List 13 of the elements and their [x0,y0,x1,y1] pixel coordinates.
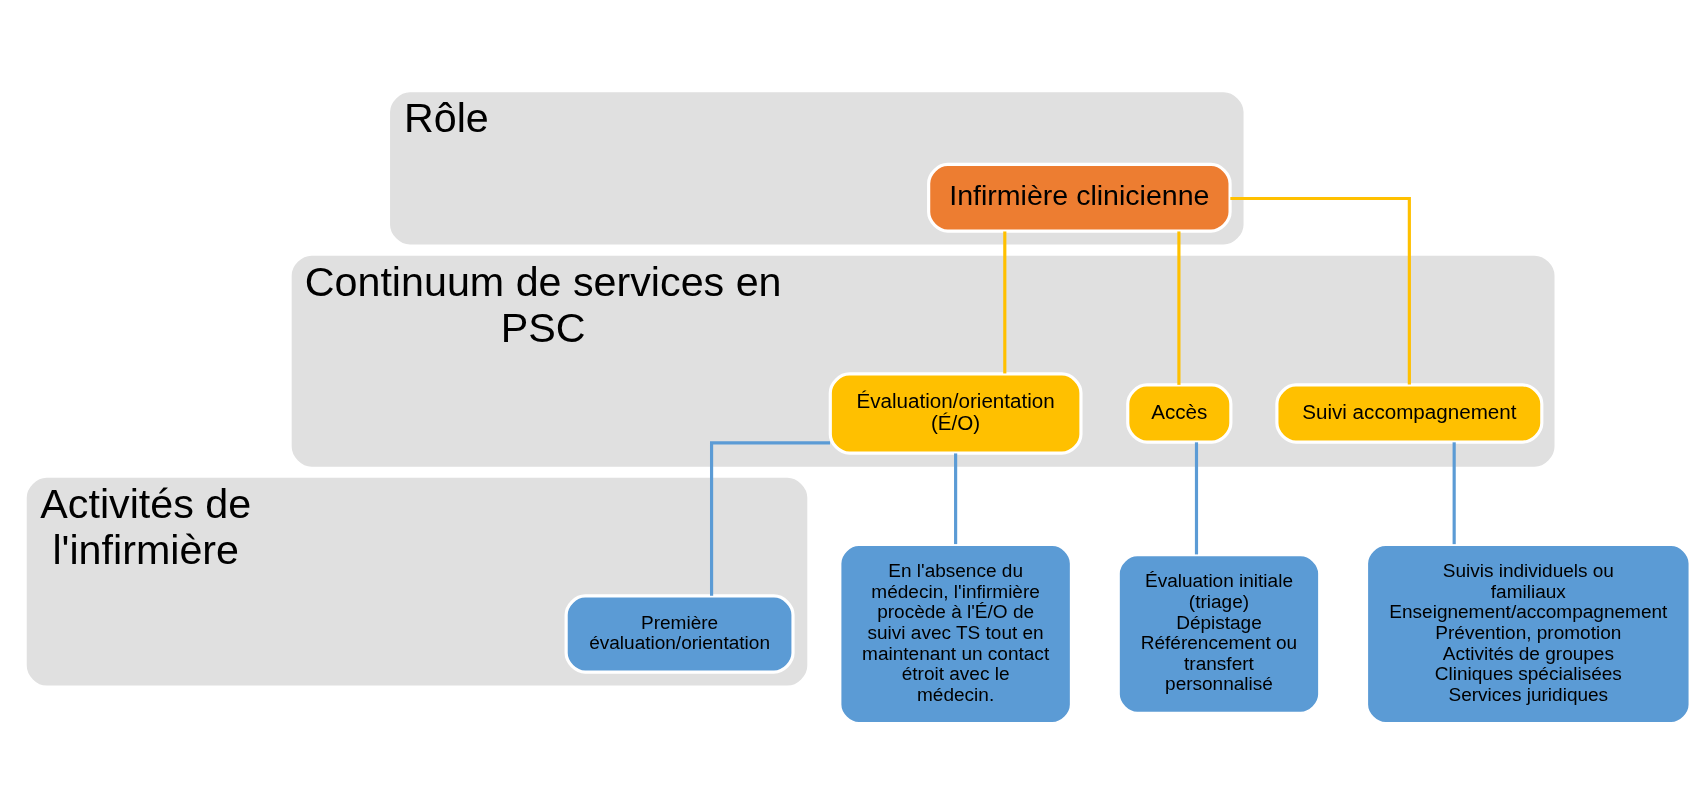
connector [1452,442,1456,545]
connector [1003,231,1007,374]
node-box: Première évaluation/orientation [564,594,795,674]
node-box: Infirmière clinicienne [927,162,1232,233]
connector [954,453,958,545]
connector [1230,196,1411,385]
connector [1177,231,1181,385]
node-box: Évaluation initiale (triage) Dépistage Référencement ou transfert personnalisé [1116,553,1322,715]
node-box: Évaluation/orientation (É/O) [828,372,1083,455]
connector [710,441,830,596]
node-box: Accès [1126,383,1233,444]
node-box: Suivi accompagnement [1275,383,1544,444]
connector [1194,442,1199,555]
